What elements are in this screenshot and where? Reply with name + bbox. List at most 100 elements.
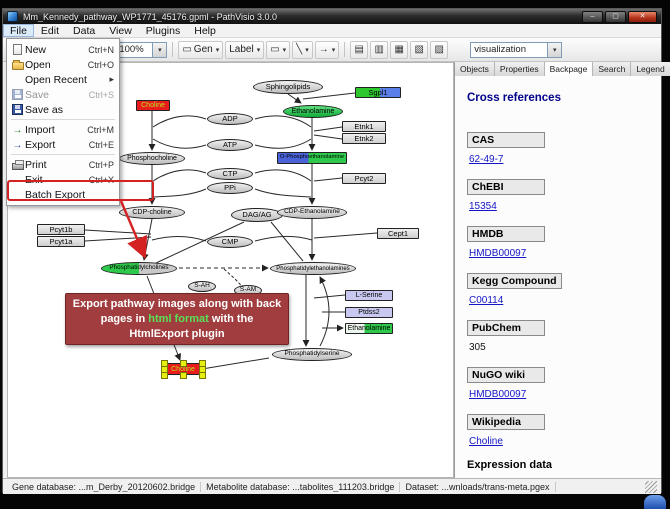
menu-data[interactable]: Data bbox=[73, 24, 96, 37]
pathway-node-pcyt1a[interactable]: Pcyt1a bbox=[37, 236, 85, 247]
selection-handle[interactable] bbox=[161, 372, 168, 379]
annotation-callout: Export pathway images along with back pa… bbox=[65, 293, 289, 345]
file-menu-item-save-as[interactable]: Save as bbox=[8, 102, 118, 117]
pathway-node-cept1[interactable]: Cept1 bbox=[377, 228, 419, 239]
dataset-status: Dataset: ...wnloads/trans-meta.pgex bbox=[400, 481, 556, 492]
close-button[interactable]: ✕ bbox=[628, 10, 657, 23]
pathway-node-ptdss2[interactable]: Ptdss2 bbox=[345, 307, 393, 318]
distribute-horizontal-button[interactable] bbox=[390, 40, 409, 59]
new-document-icon bbox=[13, 44, 22, 55]
pathway-node-sgpl1[interactable]: Sgpl1 bbox=[355, 87, 401, 98]
xref-link[interactable]: HMDB00097 bbox=[469, 248, 527, 259]
stack-button[interactable] bbox=[430, 40, 449, 59]
pathway-node-s-ah[interactable]: S-AH bbox=[188, 281, 216, 292]
pathway-node-cdp-choline[interactable]: CDP-choline bbox=[119, 206, 185, 219]
selection-handle[interactable] bbox=[199, 372, 206, 379]
file-menu-item-label: Open bbox=[25, 58, 51, 71]
visualization-combobox[interactable]: visualization bbox=[470, 41, 563, 58]
pathway-node-ppi[interactable]: PPi bbox=[207, 182, 253, 194]
pathway-node-dag[interactable]: DAG/AG bbox=[231, 208, 283, 222]
tab-objects[interactable]: Objects bbox=[455, 62, 495, 76]
menu-view[interactable]: View bbox=[109, 24, 132, 37]
xref-database-name: ChEBI bbox=[467, 179, 545, 195]
export-icon bbox=[10, 139, 25, 151]
metabolite-database-status: Metabolite database: ...tabolites_111203… bbox=[201, 481, 401, 492]
pathway-node-phosphocholine[interactable]: Phosphocholine bbox=[119, 152, 185, 165]
chevron-down-icon bbox=[152, 42, 167, 57]
selection-handle[interactable] bbox=[180, 372, 187, 379]
file-menu-item-open[interactable]: Open Ctrl+O bbox=[8, 57, 118, 72]
import-icon bbox=[10, 124, 25, 136]
xref-section-chebi: ChEBI 15354 bbox=[467, 177, 653, 212]
file-menu-item-label: Print bbox=[25, 158, 47, 171]
pathway-node-etnk2[interactable]: Etnk2 bbox=[342, 133, 386, 144]
zoom-combobox[interactable]: 100% bbox=[115, 41, 168, 58]
shape-tool-button[interactable] bbox=[266, 40, 291, 59]
toolbar-separator bbox=[172, 42, 174, 57]
xref-database-name: CAS bbox=[467, 132, 545, 148]
align-vertical-button[interactable] bbox=[370, 40, 389, 59]
pathway-node-l-serine[interactable]: L-Serine bbox=[345, 290, 393, 301]
pathway-node-cmp[interactable]: CMP bbox=[207, 236, 253, 248]
menu-edit[interactable]: Edit bbox=[40, 24, 60, 37]
minimize-button[interactable]: – bbox=[582, 10, 603, 23]
maximize-button[interactable]: ▢ bbox=[605, 10, 626, 23]
xref-link[interactable]: Choline bbox=[469, 436, 503, 447]
file-menu-item-batch-export[interactable]: Batch Export bbox=[8, 187, 118, 202]
pathway-node-sphingolipids[interactable]: Sphingolipids bbox=[253, 80, 323, 94]
pathway-node-atp[interactable]: ATP bbox=[207, 139, 253, 151]
tab-legend[interactable]: Legend bbox=[631, 62, 670, 76]
xref-link[interactable]: C00114 bbox=[469, 295, 504, 306]
label-button-label: Label bbox=[229, 44, 254, 55]
shortcut-label: Ctrl+X bbox=[88, 174, 114, 185]
pathway-node-phosphatidylserine[interactable]: Phosphatidylserine bbox=[272, 348, 352, 361]
pathway-node-ctp[interactable]: CTP bbox=[207, 168, 253, 180]
resize-grip[interactable] bbox=[645, 480, 657, 493]
file-menu-item-label: Import bbox=[25, 123, 55, 136]
pathway-node-choline-top[interactable]: Choline bbox=[136, 100, 170, 111]
pathway-node-pcyt2[interactable]: Pcyt2 bbox=[342, 173, 386, 184]
line-tool-button[interactable] bbox=[292, 40, 313, 59]
pathway-node-phosphatidylcholines[interactable]: Phosphatidylcholines bbox=[101, 262, 177, 275]
desktop-artifact bbox=[644, 495, 666, 509]
pathway-node-cdp-ethanolamine[interactable]: CDP-Ethanolamine bbox=[277, 206, 347, 219]
selection-handle[interactable] bbox=[180, 360, 187, 367]
pathway-node-etnk1[interactable]: Etnk1 bbox=[342, 121, 386, 132]
tab-properties[interactable]: Properties bbox=[494, 62, 545, 76]
menu-file[interactable]: File bbox=[3, 24, 34, 37]
pathway-node-adp[interactable]: ADP bbox=[207, 113, 253, 125]
distribute-vertical-button[interactable] bbox=[410, 40, 429, 59]
file-menu-item-label: Export bbox=[25, 138, 56, 151]
tab-search[interactable]: Search bbox=[593, 62, 632, 76]
xref-link[interactable]: 62-49-7 bbox=[469, 154, 504, 165]
pathway-node-ethanolamine-top[interactable]: Ethanolamine bbox=[283, 105, 343, 118]
save-icon bbox=[12, 89, 23, 100]
arrow-tool-button[interactable] bbox=[314, 40, 340, 59]
expression-data-header: Expression data bbox=[467, 459, 552, 471]
menu-help[interactable]: Help bbox=[194, 24, 216, 37]
align-horizontal-button[interactable] bbox=[350, 40, 369, 59]
menu-plugins[interactable]: Plugins bbox=[145, 24, 181, 37]
xref-link[interactable]: HMDB00097 bbox=[469, 389, 527, 400]
pathway-node-phosphatidylethanolamines[interactable]: Phosphatidylethanolamines bbox=[270, 262, 356, 275]
status-bar: Gene database: ...m_Derby_20120602.bridg… bbox=[3, 478, 661, 494]
menu-bar: File Edit Data View Plugins Help bbox=[3, 24, 661, 38]
pathway-node-ethanolamine-right[interactable]: Ethanolamine bbox=[345, 323, 393, 334]
label-tool-button[interactable]: Label bbox=[225, 40, 265, 59]
pathway-node-pcyt1b[interactable]: Pcyt1b bbox=[37, 224, 85, 235]
shortcut-label: Ctrl+O bbox=[87, 59, 114, 70]
tab-backpage[interactable]: Backpage bbox=[544, 62, 594, 76]
file-menu-item-open-recent[interactable]: Open Recent▸ bbox=[8, 72, 118, 87]
gene-datanode-button[interactable]: Gen bbox=[178, 40, 224, 59]
xref-link[interactable]: 15354 bbox=[469, 201, 497, 212]
pathway-node-o-phosphoethanolamine[interactable]: O-Phosphoethanolamine bbox=[277, 152, 347, 164]
shortcut-label: Ctrl+N bbox=[88, 44, 114, 55]
